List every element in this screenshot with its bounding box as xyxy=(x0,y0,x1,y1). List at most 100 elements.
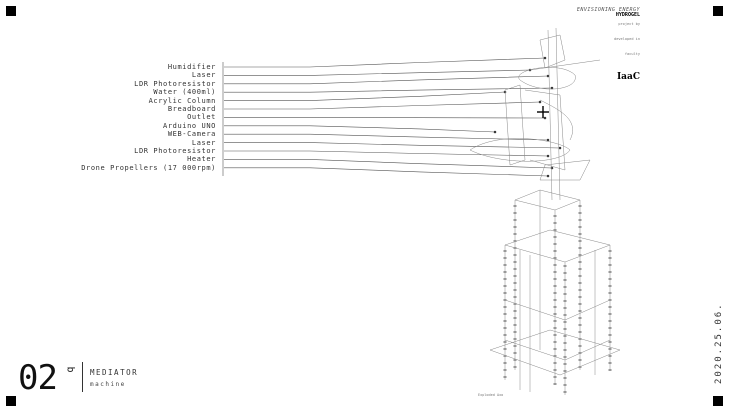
perforation xyxy=(608,341,612,343)
perforation xyxy=(513,233,517,235)
perforation xyxy=(513,212,517,214)
perforation xyxy=(503,369,507,371)
perforation xyxy=(513,240,517,242)
leader-endpoint xyxy=(493,130,497,134)
crosshair-cursor xyxy=(537,106,549,118)
perforation xyxy=(503,278,507,280)
perforation xyxy=(608,334,612,336)
perforation xyxy=(608,348,612,350)
perforation xyxy=(608,362,612,364)
perforation xyxy=(503,271,507,273)
project-name: HYDROGEL xyxy=(615,12,640,18)
perforation xyxy=(513,366,517,368)
leader-line xyxy=(224,117,546,119)
perforation xyxy=(513,345,517,347)
perforation xyxy=(503,264,507,266)
perforation xyxy=(578,338,582,340)
perforation xyxy=(553,313,557,315)
component-labels: Humidifier Laser LDR Photoresistor Water… xyxy=(0,63,216,172)
section-title: MEDIATOR xyxy=(90,368,139,377)
perforation xyxy=(608,299,612,301)
perforation xyxy=(608,320,612,322)
perforation xyxy=(578,324,582,326)
perforation xyxy=(503,355,507,357)
perforation xyxy=(578,247,582,249)
perforation xyxy=(503,299,507,301)
perforation xyxy=(578,212,582,214)
perforation xyxy=(563,272,567,274)
section-number: 02 xyxy=(18,358,58,398)
machine-structure xyxy=(469,27,621,395)
developed-in-label: developed in xyxy=(614,37,640,41)
leader-endpoint xyxy=(543,116,547,120)
perforation xyxy=(608,285,612,287)
leader-line xyxy=(224,57,546,68)
leader-line xyxy=(224,167,549,177)
leader-endpoint xyxy=(538,100,542,104)
perforation xyxy=(578,233,582,235)
corner-mark-top-right xyxy=(713,6,723,16)
perforation xyxy=(563,335,567,337)
perforation xyxy=(578,240,582,242)
perforation xyxy=(513,219,517,221)
perforation xyxy=(553,327,557,329)
label-breadboard: Breadboard xyxy=(167,105,216,114)
perforation xyxy=(503,306,507,308)
perforation xyxy=(513,324,517,326)
leader-line xyxy=(224,69,531,76)
leader-line xyxy=(224,87,553,93)
perforation xyxy=(608,250,612,252)
perforation xyxy=(578,331,582,333)
perforation xyxy=(553,229,557,231)
leader-endpoint xyxy=(558,146,562,150)
perforation xyxy=(553,292,557,294)
perforation xyxy=(553,341,557,343)
leader-line xyxy=(224,91,506,101)
perforation xyxy=(513,317,517,319)
perforation xyxy=(563,314,567,316)
perforation xyxy=(553,299,557,301)
perforation xyxy=(553,383,557,385)
perforation xyxy=(513,261,517,263)
leader-line xyxy=(224,150,549,157)
perforation xyxy=(608,292,612,294)
perforation xyxy=(513,331,517,333)
perforation xyxy=(553,376,557,378)
perforation xyxy=(578,289,582,291)
leader-endpoint xyxy=(546,74,550,78)
leader-line xyxy=(224,159,553,169)
perforation xyxy=(563,279,567,281)
perforation xyxy=(553,362,557,364)
perforation xyxy=(553,222,557,224)
leader-endpoint xyxy=(550,86,554,90)
perforation xyxy=(553,257,557,259)
perforation xyxy=(503,320,507,322)
perforation xyxy=(553,243,557,245)
perforation xyxy=(608,327,612,329)
perforation xyxy=(608,306,612,308)
perforation xyxy=(563,321,567,323)
perforation xyxy=(608,257,612,259)
perforation xyxy=(563,265,567,267)
perforation xyxy=(553,334,557,336)
perforation xyxy=(513,303,517,305)
perforation xyxy=(503,334,507,336)
perforation xyxy=(503,250,507,252)
perforation xyxy=(608,271,612,273)
perforation xyxy=(513,226,517,228)
perforation xyxy=(553,278,557,280)
perforation xyxy=(513,205,517,207)
perforation xyxy=(503,292,507,294)
perforation xyxy=(563,363,567,365)
perforation xyxy=(553,355,557,357)
corner-mark-top-left xyxy=(6,6,16,16)
perforation xyxy=(563,342,567,344)
perforation xyxy=(513,352,517,354)
perforation xyxy=(503,257,507,259)
label-water: Water (400ml) xyxy=(153,88,216,97)
perforation xyxy=(563,384,567,386)
perforation xyxy=(553,306,557,308)
date-stamp: 2020.25.06. xyxy=(714,302,724,384)
perforation xyxy=(503,376,507,378)
perforation xyxy=(503,313,507,315)
